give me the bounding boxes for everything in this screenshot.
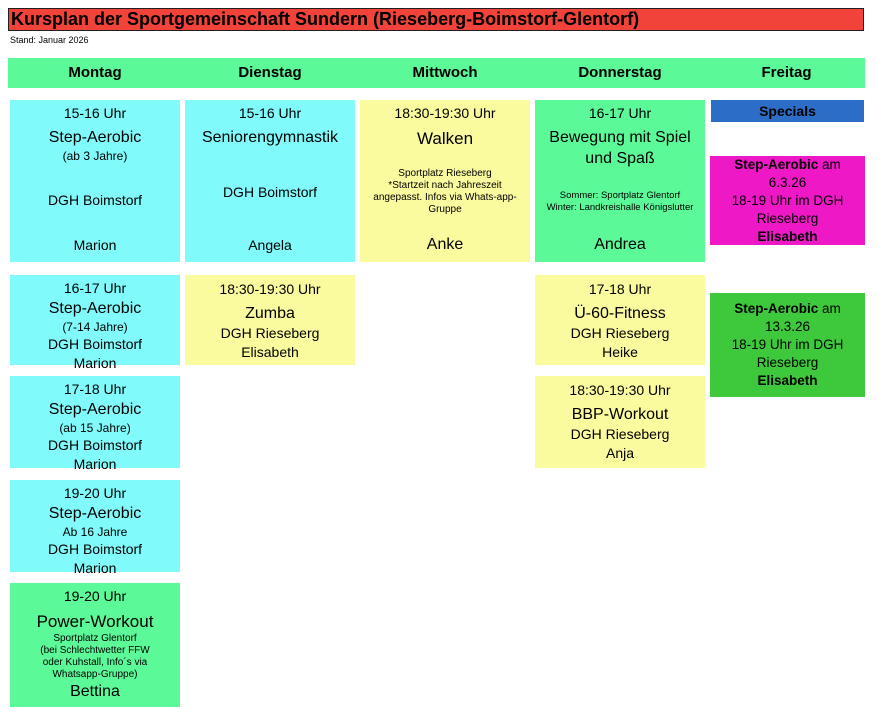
course-time: 19-20 Uhr — [63, 588, 127, 604]
course-location: DGH Boimstorf — [47, 336, 143, 352]
course-location: DGH Rieseberg — [570, 325, 670, 341]
course-cell-step-aerobic-7-14: 16-17 Uhr Step-Aerobic (7-14 Jahre) DGH … — [10, 275, 180, 371]
status-date: Stand: Januar 2026 — [10, 35, 89, 45]
course-title: Step-Aerobic — [48, 300, 142, 317]
trainer-name: Bettina — [70, 683, 120, 700]
course-cell-step-aerobic-ab15: 17-18 Uhr Step-Aerobic (ab 15 Jahre) DGH… — [10, 376, 180, 472]
course-time: 16-17 Uhr — [63, 280, 127, 296]
course-title: Walken — [416, 129, 474, 148]
course-location: DGH Boimstorf — [47, 191, 143, 208]
course-note: Sportplatz Rieseberg — [398, 168, 492, 179]
trainer-name: Andrea — [594, 236, 646, 253]
title-bar: Kursplan der Sportgemeinschaft Sundern (… — [8, 8, 864, 31]
trainer-name: Marion — [73, 456, 117, 472]
special-course-name: Step-Aerobic — [734, 301, 819, 316]
day-header-donnerstag: Donnerstag — [578, 64, 662, 81]
course-agegroup: (ab 15 Jahre) — [59, 421, 131, 435]
special-event-time: 18-19 Uhr im DGH — [731, 337, 844, 352]
course-location: DGH Boimstorf — [222, 183, 318, 200]
course-agegroup: (7-14 Jahre) — [62, 320, 128, 334]
course-time: 18:30-19:30 Uhr — [569, 382, 671, 398]
course-title: Step-Aerobic — [48, 401, 142, 418]
course-time: 18:30-19:30 Uhr — [394, 105, 496, 121]
course-cell-bbp-workout: 18:30-19:30 Uhr BBP-Workout DGH Rieseber… — [535, 376, 705, 468]
special-event-time: 18-19 Uhr im DGH — [731, 192, 844, 208]
course-location: DGH Boimstorf — [47, 541, 143, 557]
course-title: Step-Aerobic — [48, 129, 142, 146]
course-title: Power-Workout — [36, 612, 154, 631]
special-event-cell-6-3: Step-Aerobic am 6.3.26 18-19 Uhr im DGH … — [710, 156, 865, 245]
trainer-name: Marion — [73, 560, 117, 576]
course-cell-power-workout: 19-20 Uhr Power-Workout Sportplatz Glent… — [10, 583, 180, 707]
course-title: Ü-60-Fitness — [574, 305, 666, 322]
specials-header: Specials — [711, 100, 864, 122]
course-agegroup: Ab 16 Jahre — [62, 525, 128, 539]
course-time: 16-17 Uhr — [588, 105, 652, 121]
trainer-name: Elisabeth — [757, 373, 818, 388]
course-note: Winter: Landkreishalle Königslutter — [546, 201, 694, 213]
trainer-name: Anke — [426, 236, 464, 253]
course-agegroup: (ab 3 Jahre) — [62, 149, 128, 163]
course-time: 15-16 Uhr — [63, 105, 127, 121]
trainer-name: Marion — [73, 355, 117, 371]
trainer-name: Marion — [73, 237, 117, 253]
special-event-location: Rieseberg — [756, 210, 819, 226]
special-event-date: 13.3.26 — [764, 319, 811, 334]
special-event-title: Step-Aerobic am — [734, 156, 841, 172]
course-cell-ue60-fitness: 17-18 Uhr Ü-60-Fitness DGH Rieseberg Hei… — [535, 275, 705, 365]
trainer-name: Heike — [602, 344, 638, 360]
special-event-title: Step-Aerobic am — [734, 301, 841, 316]
day-header-freitag: Freitag — [761, 64, 812, 81]
course-location: DGH Rieseberg — [570, 426, 670, 442]
course-time: 18:30-19:30 Uhr — [219, 281, 321, 297]
trainer-name: Elisabeth — [241, 344, 299, 360]
special-event-cell-13-3: Step-Aerobic am 13.3.26 18-19 Uhr im DGH… — [710, 293, 865, 397]
course-title: Seniorengymnastik — [201, 129, 339, 146]
course-note: Sportplatz Glentorf — [53, 633, 137, 644]
page-title: Kursplan der Sportgemeinschaft Sundern (… — [11, 9, 640, 29]
course-note: (bei Schlechtwetter FFW oder Kuhstall, I… — [40, 645, 150, 680]
course-location: DGH Boimstorf — [47, 437, 143, 453]
course-cell-step-aerobic-ab3: 15-16 Uhr Step-Aerobic (ab 3 Jahre) DGH … — [10, 100, 180, 262]
course-time: 15-16 Uhr — [238, 105, 302, 121]
course-cell-walken: 18:30-19:30 Uhr Walken Sportplatz Rieseb… — [360, 100, 530, 262]
day-header-dienstag: Dienstag — [238, 64, 302, 81]
course-title: Zumba — [245, 305, 295, 322]
course-time: 17-18 Uhr — [588, 281, 652, 297]
course-note: *Startzeit nach Jahreszeit angepasst. In… — [373, 180, 517, 215]
special-event-date: 6.3.26 — [768, 174, 807, 190]
course-time: 19-20 Uhr — [63, 485, 127, 501]
course-cell-step-aerobic-ab16: 19-20 Uhr Step-Aerobic Ab 16 Jahre DGH B… — [10, 480, 180, 576]
course-title: BBP-Workout — [571, 406, 669, 423]
course-time: 17-18 Uhr — [63, 381, 127, 397]
course-cell-zumba: 18:30-19:30 Uhr Zumba DGH Rieseberg Elis… — [185, 275, 355, 365]
trainer-name: Elisabeth — [757, 228, 818, 244]
day-header-montag: Montag — [68, 64, 122, 81]
course-title: Bewegung mit Spiel und Spaß — [549, 129, 691, 167]
course-cell-seniorengymnastik: 15-16 Uhr Seniorengymnastik DGH Boimstor… — [185, 100, 355, 262]
special-event-location: Rieseberg — [756, 355, 819, 370]
course-title: Step-Aerobic — [48, 505, 142, 522]
special-course-name: Step-Aerobic — [734, 156, 819, 172]
weekday-header-row: Montag Dienstag Mittwoch Donnerstag Frei… — [8, 58, 865, 88]
day-header-mittwoch: Mittwoch — [412, 64, 478, 81]
trainer-name: Anja — [605, 445, 635, 461]
course-location: DGH Rieseberg — [220, 325, 320, 341]
course-cell-bewegung-spiel-spass: 16-17 Uhr Bewegung mit Spiel und Spaß So… — [535, 100, 705, 262]
course-note: Sommer: Sportplatz Glentorf — [559, 189, 681, 201]
trainer-name: Angela — [248, 237, 292, 253]
